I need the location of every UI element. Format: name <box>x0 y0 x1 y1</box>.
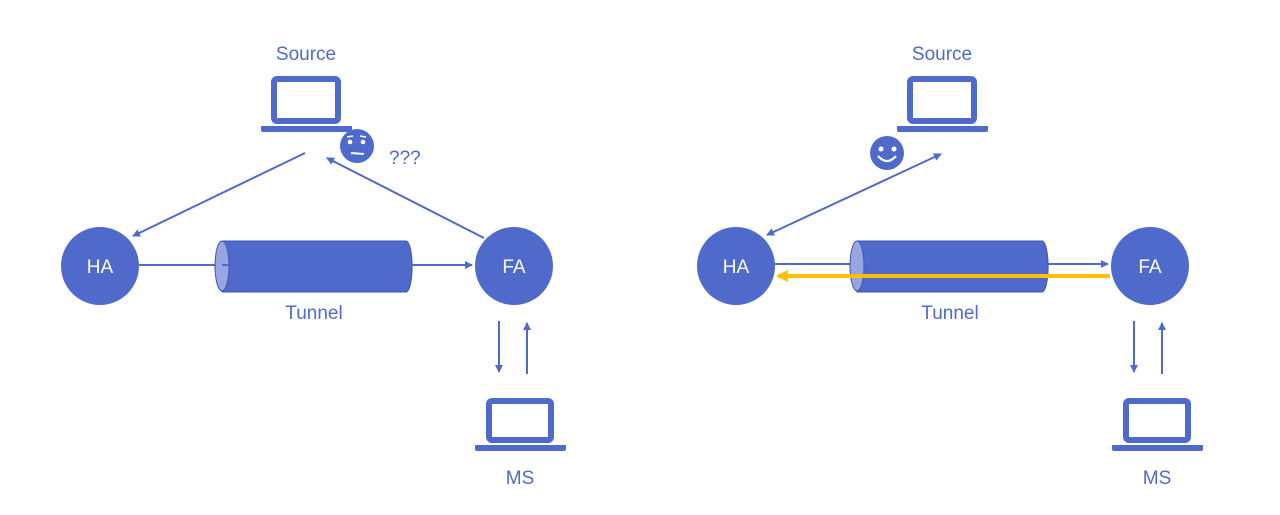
fa-label: FA <box>1138 257 1162 278</box>
panel-right: Source HA FA Tunnel <box>697 44 1203 489</box>
confused-face-icon <box>340 129 374 163</box>
ha-label: HA <box>87 257 114 278</box>
smiling-face-icon <box>870 136 904 170</box>
source-laptop-icon <box>897 76 988 132</box>
panel-left: Source ??? HA FA <box>61 44 566 489</box>
source-label: Source <box>912 44 972 65</box>
source-label: Source <box>276 44 336 65</box>
tunnel-icon <box>849 240 1049 293</box>
fa-node: FA <box>475 227 553 305</box>
ms-laptop-icon <box>1112 398 1203 451</box>
tunnel-label: Tunnel <box>285 303 342 324</box>
ha-node: HA <box>697 227 775 305</box>
tunnel-icon <box>214 240 413 293</box>
fa-node: FA <box>1111 227 1189 305</box>
question-annotation: ??? <box>389 148 421 169</box>
fa-label: FA <box>502 257 526 278</box>
source-to-ha-arrow <box>132 152 306 237</box>
tunnel-label: Tunnel <box>921 303 978 324</box>
source-laptop-icon <box>261 76 352 132</box>
ha-source-bidirectional-arrow <box>766 153 942 236</box>
ms-label: MS <box>1143 468 1172 489</box>
ha-label: HA <box>723 257 750 278</box>
fa-to-source-arrow <box>326 157 485 239</box>
ms-label: MS <box>506 468 535 489</box>
ms-laptop-icon <box>475 398 566 451</box>
ha-node: HA <box>61 227 139 305</box>
